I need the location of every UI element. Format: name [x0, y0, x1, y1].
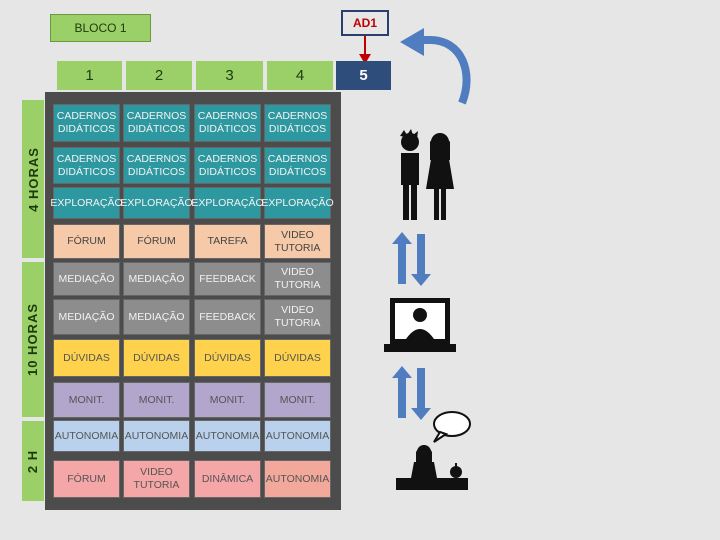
grid-cell-r4-c2: FÓRUM — [123, 224, 190, 259]
grid-cell-r1-c3: CADERNOS DIDÁTICOS — [194, 104, 261, 142]
column-header-1: 1 — [57, 61, 122, 90]
grid-cell-r1-c4: CADERNOS DIDÁTICOS — [264, 104, 331, 142]
teacher-desk-icon — [396, 411, 471, 490]
grid-cell-r4-c1: FÓRUM — [53, 224, 120, 259]
grid-cell-r3-c4: EXPLORAÇÃO — [261, 187, 334, 219]
grid-cell-r5-c2: MEDIAÇÃO — [123, 262, 190, 296]
grid-cell-r3-c1: EXPLORAÇÃO — [50, 187, 123, 219]
ten-hours-label: 10 HORAS — [22, 262, 44, 417]
grid-cell-r10-c1: FÓRUM — [53, 460, 120, 498]
grid-cell-r2-c4: CADERNOS DIDÁTICOS — [264, 147, 331, 184]
arrows-updown-icon — [392, 232, 431, 286]
column-header-5: 5 — [336, 61, 391, 90]
column-header-4: 4 — [267, 61, 333, 90]
grid-cell-r6-c3: FEEDBACK — [194, 299, 261, 335]
grid-cell-r9-c2: AUTONOMIA — [123, 420, 190, 452]
grid-cell-r4-c4: VIDEO TUTORIA — [264, 224, 331, 259]
grid-cell-r5-c3: FEEDBACK — [194, 262, 261, 296]
grid-cell-r9-c4: AUTONOMIA — [264, 420, 331, 452]
grid-cell-r2-c3: CADERNOS DIDÁTICOS — [194, 147, 261, 184]
grid-cell-r3-c3: EXPLORAÇÃO — [191, 187, 264, 219]
grid-cell-r7-c2: DÚVIDAS — [123, 339, 190, 377]
ad1-label: AD1 — [341, 10, 389, 36]
grid-cell-r9-c3: AUTONOMIA — [194, 420, 261, 452]
down-arrow-icon — [359, 36, 371, 64]
two-hours-label: 2 H — [22, 421, 44, 501]
grid-cell-r7-c1: DÚVIDAS — [53, 339, 120, 377]
grid-cell-r4-c3: TAREFA — [194, 224, 261, 259]
grid-cell-r1-c1: CADERNOS DIDÁTICOS — [53, 104, 120, 142]
column-header-2: 2 — [126, 61, 192, 90]
grid-cell-r6-c1: MEDIAÇÃO — [53, 299, 120, 335]
grid-cell-r6-c2: MEDIAÇÃO — [123, 299, 190, 335]
grid-cell-r5-c1: MEDIAÇÃO — [53, 262, 120, 296]
grid-cell-r10-c4: AUTONOMIA — [264, 460, 331, 498]
students-icon — [400, 129, 454, 220]
column-header-3: 3 — [196, 61, 263, 90]
teacher-computer-icon — [384, 298, 456, 352]
block-label: BLOCO 1 — [50, 14, 151, 42]
grid-cell-r8-c4: MONIT. — [264, 382, 331, 418]
grid-cell-r2-c2: CADERNOS DIDÁTICOS — [123, 147, 190, 184]
grid-cell-r9-c1: AUTONOMIA — [53, 420, 120, 452]
grid-cell-r3-c2: EXPLORAÇÃO — [120, 187, 193, 219]
grid-cell-r8-c2: MONIT. — [123, 382, 190, 418]
grid-cell-r1-c2: CADERNOS DIDÁTICOS — [123, 104, 190, 142]
grid-cell-r10-c3: DINÂMICA — [194, 460, 261, 498]
arrows-updown-icon — [392, 366, 431, 420]
grid-cell-r6-c4: VIDEO TUTORIA — [264, 299, 331, 335]
curved-arrow-icon — [400, 28, 471, 105]
grid-cell-r10-c2: VIDEO TUTORIA — [123, 460, 190, 498]
grid-cell-r5-c4: VIDEO TUTORIA — [264, 262, 331, 296]
grid-cell-r7-c4: DÚVIDAS — [264, 339, 331, 377]
four-hours-label: 4 HORAS — [22, 100, 44, 258]
grid-cell-r2-c1: CADERNOS DIDÁTICOS — [53, 147, 120, 184]
grid-cell-r8-c3: MONIT. — [194, 382, 261, 418]
grid-cell-r8-c1: MONIT. — [53, 382, 120, 418]
grid-cell-r7-c3: DÚVIDAS — [194, 339, 261, 377]
